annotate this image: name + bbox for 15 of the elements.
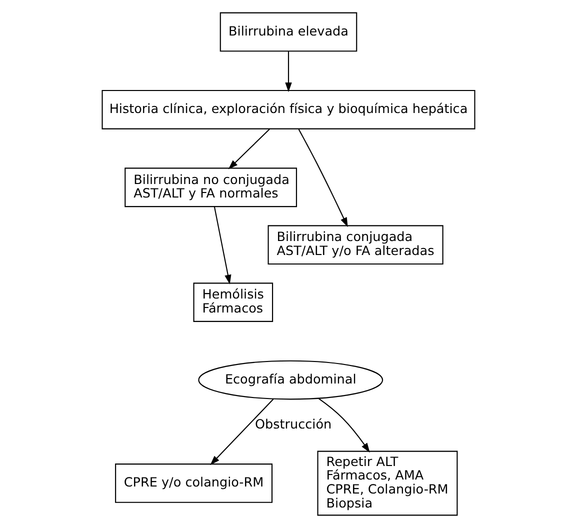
node-box: CPRE y/o colangio-RM	[115, 464, 273, 503]
node-box: Bilirrubina conjugada AST/ALT y/o FA alteradas	[268, 225, 444, 265]
arrow	[318, 398, 370, 453]
node-box: Hemólisis Fármacos	[193, 282, 274, 322]
node-box: Bilirrubina elevada	[220, 12, 358, 52]
node-box: Bilirrubina no conjugada AST/ALT y FA normales	[124, 168, 298, 208]
arrow	[228, 128, 270, 170]
arrow	[210, 398, 274, 466]
node-box: Historia clínica, exploración física y bioquímica hepática	[102, 90, 476, 130]
edge-label: Obstrucción	[254, 418, 332, 433]
node-ellipse: Ecografía abdominal	[198, 360, 384, 400]
arrow	[285, 51, 292, 92]
node-box: Repetir ALT Fármacos, AMA CPRE, Colangio-RM Biopsia	[317, 450, 458, 516]
arrow	[214, 206, 232, 284]
arrow	[298, 129, 348, 228]
